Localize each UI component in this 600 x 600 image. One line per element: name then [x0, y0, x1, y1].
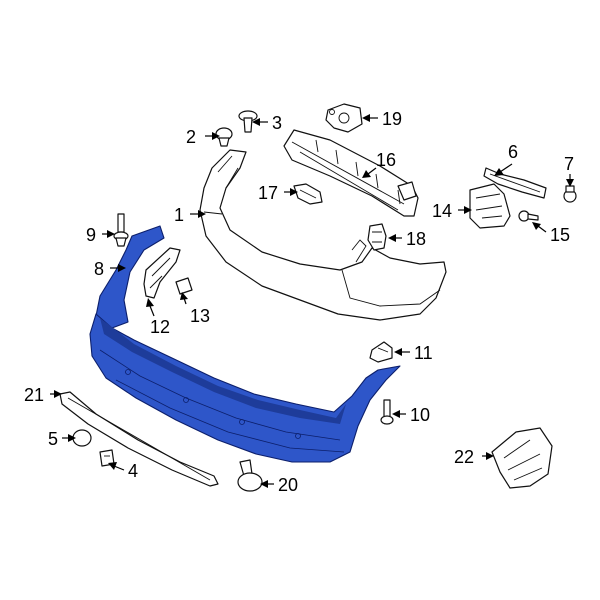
lower-strip-21	[59, 391, 219, 487]
callout-14: 14	[432, 201, 452, 221]
callout-3: 3	[272, 113, 282, 133]
screw-15	[518, 210, 539, 222]
callout-8: 8	[94, 259, 104, 279]
callout-6: 6	[508, 142, 518, 162]
clip-11	[369, 341, 393, 363]
callout-13: 13	[190, 306, 210, 326]
bolt-10	[380, 399, 394, 425]
callout-18: 18	[406, 229, 426, 249]
bumper-reinforcement-bar	[283, 129, 419, 217]
bracket-22	[491, 427, 553, 489]
callout-21: 21	[24, 385, 44, 405]
callout-9: 9	[86, 225, 96, 245]
callout-labels: 1 2 3 4 5 6 7 8 9 10 11 12 13 14 15 16 1…	[24, 109, 574, 495]
callout-17: 17	[258, 183, 278, 203]
lower-bumper-cover-highlighted	[89, 225, 401, 463]
bracket-19	[325, 103, 363, 133]
callout-1: 1	[174, 205, 184, 225]
mounting-bracket-14	[469, 183, 511, 229]
callout-22: 22	[454, 447, 474, 467]
callout-5: 5	[48, 429, 58, 449]
callout-20: 20	[278, 475, 298, 495]
callout-7: 7	[564, 154, 574, 174]
callout-15: 15	[550, 225, 570, 245]
callout-2: 2	[186, 127, 196, 147]
side-bracket-6	[483, 167, 547, 199]
grommet-2	[215, 127, 233, 147]
clip-9	[113, 213, 129, 247]
callout-19: 19	[382, 109, 402, 129]
callout-10: 10	[410, 405, 430, 425]
side-bracket-12	[143, 247, 181, 299]
retainer-18	[367, 223, 387, 251]
callout-16: 16	[376, 150, 396, 170]
leader-lines	[50, 114, 574, 488]
upper-bumper-cover	[199, 149, 447, 321]
pad-13	[175, 277, 193, 295]
bolt-7	[563, 185, 577, 203]
callout-11: 11	[414, 343, 433, 363]
push-pin-3	[238, 110, 258, 133]
callout-4: 4	[128, 461, 138, 481]
callout-12: 12	[150, 317, 170, 337]
sensor-20	[237, 459, 263, 492]
bracket-17	[293, 183, 323, 205]
